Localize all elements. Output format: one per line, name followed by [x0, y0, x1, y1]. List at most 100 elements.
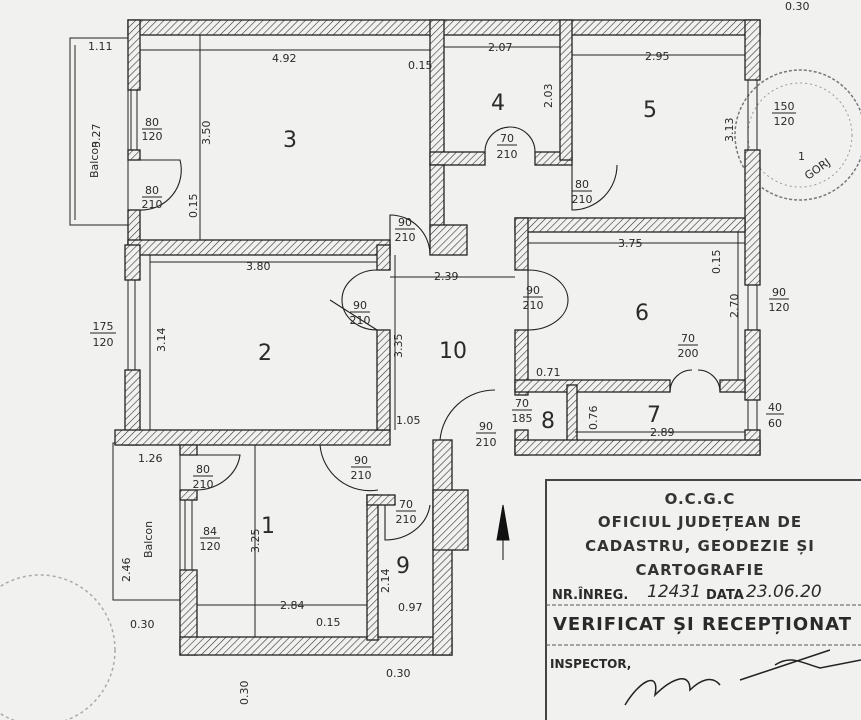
dim-label: 2.46: [120, 558, 133, 583]
stamp-reg-label: NR.ÎNREG.: [552, 587, 628, 603]
label: 70: [515, 397, 529, 410]
round-stamp-number: 1: [798, 150, 805, 163]
room-7-label: 7: [647, 403, 661, 428]
label: 90: [526, 284, 540, 297]
dimension-lines: [74, 35, 745, 637]
label: 84: [203, 525, 217, 538]
label: 210: [572, 193, 593, 206]
door-swings: [139, 126, 721, 560]
room-8-label: 8: [541, 409, 555, 434]
balcony-top: [69, 37, 129, 226]
label: 120: [774, 115, 795, 128]
label: 80: [145, 184, 159, 197]
label: 70: [399, 498, 413, 511]
stamp-line3: CARTOGRAFIE: [635, 561, 764, 579]
label: 80: [145, 116, 159, 129]
dim-label: 0.15: [316, 616, 341, 629]
label: 120: [93, 336, 114, 349]
dim-label: 3.25: [249, 529, 262, 554]
dim-label: 0.15: [408, 59, 433, 72]
dim-label: 2.14: [379, 569, 392, 594]
label: 150: [774, 100, 795, 113]
round-stamp-left: [0, 574, 116, 720]
dim-label: 2.89: [650, 426, 675, 439]
label: 90: [354, 454, 368, 467]
label: 210: [476, 436, 497, 449]
label: 210: [396, 513, 417, 526]
room-10-label: 10: [439, 339, 467, 364]
dim-label: 0.30: [130, 618, 155, 631]
dim-label: 2.84: [280, 599, 305, 612]
north-arrow-icon: [496, 504, 510, 560]
dim-label: 3.80: [246, 260, 271, 273]
label: 80: [575, 178, 589, 191]
balcony-bottom-label: Balcon: [142, 521, 155, 558]
balcony-top-label: Balcon: [88, 141, 101, 178]
dim-label: 0.15: [710, 250, 723, 275]
room-6-label: 6: [635, 301, 649, 326]
stamp-code: O.C.G.C: [665, 490, 736, 508]
stamp-inspector: INSPECTOR,: [550, 657, 631, 671]
room-2-label: 2: [258, 341, 272, 366]
label: 70: [681, 332, 695, 345]
label: 185: [512, 412, 533, 425]
room-3-label: 3: [283, 128, 297, 153]
stamp-line2: CADASTRU, GEODEZIE ȘI: [585, 537, 815, 555]
dim-label: 1.26: [138, 452, 163, 465]
label: 210: [497, 148, 518, 161]
label: 70: [500, 132, 514, 145]
room-5-label: 5: [643, 98, 657, 123]
dim-label: 0.30: [386, 667, 411, 680]
label: 175: [93, 320, 114, 333]
label: 120: [200, 540, 221, 553]
dim-label: 4.92: [272, 52, 297, 65]
dim-label: 0.76: [587, 406, 600, 431]
label: 60: [768, 417, 782, 430]
label: 210: [350, 314, 371, 327]
dim-label: 3.13: [723, 118, 736, 143]
dim-label: 3.75: [618, 237, 643, 250]
label: 210: [142, 198, 163, 211]
label: 210: [523, 299, 544, 312]
label: 120: [142, 130, 163, 143]
dimension-labels: 0.30 1.11 4.92 0.15 2.07 2.95 3.27 3.50 …: [88, 0, 810, 705]
label: 40: [768, 401, 782, 414]
dim-label: 2.07: [488, 41, 513, 54]
label: 90: [398, 216, 412, 229]
room-numbers: 3 4 5 2 10 6 8 7 1 9 Balcon Balcon: [88, 91, 661, 579]
dim-label: 3.27: [90, 124, 103, 149]
dim-label: 0.71: [536, 366, 561, 379]
dim-label: 0.30: [785, 0, 810, 13]
walls: [114, 19, 761, 656]
dim-label: 0.15: [187, 194, 200, 219]
label: 210: [395, 231, 416, 244]
room-4-label: 4: [491, 91, 505, 116]
dim-label: 3.35: [392, 334, 405, 359]
windows: [127, 79, 758, 571]
label: 90: [479, 420, 493, 433]
dim-label: 0.30: [238, 681, 251, 706]
label: 90: [772, 286, 786, 299]
dim-label: 3.14: [155, 328, 168, 353]
label: 90: [353, 299, 367, 312]
stamp-date-value: 23.06.20: [746, 582, 822, 602]
cadastre-stamp: O.C.G.C OFICIUL JUDEȚEAN DE CADASTRU, GE…: [545, 479, 861, 720]
